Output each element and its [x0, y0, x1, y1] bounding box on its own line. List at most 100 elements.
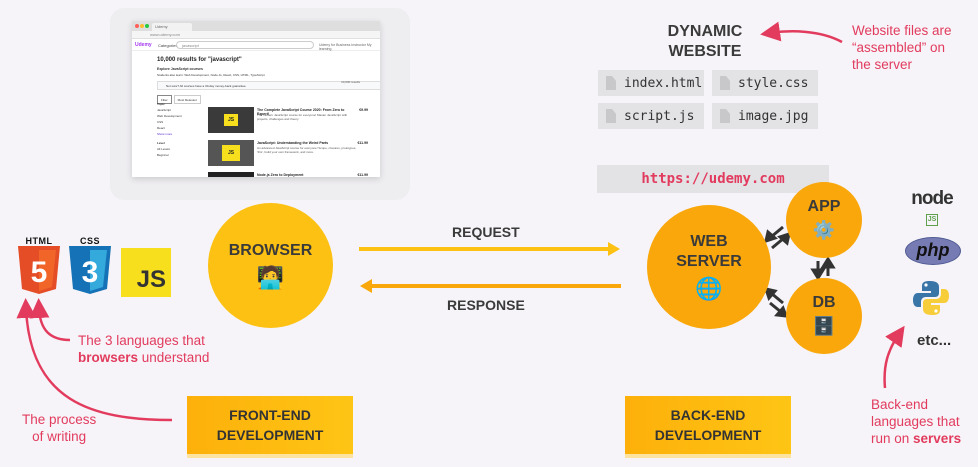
filter-bar: Filter Most Relevant — [157, 95, 380, 104]
note-line: Back-end — [871, 397, 929, 412]
note-line: The process — [22, 412, 97, 427]
note-line: “assembled” on — [852, 40, 946, 55]
note-text: understand — [138, 350, 210, 365]
node-text: node — [911, 188, 953, 209]
note-line: the server — [852, 57, 913, 72]
search-results: 10,000 results for "javascript" Explore … — [132, 51, 380, 104]
box-line: BACK-END — [670, 407, 746, 423]
title-line: WEBSITE — [668, 43, 742, 60]
etc-label: etc... — [917, 332, 952, 349]
related-label: Students also learn: Web Development, No… — [157, 73, 265, 77]
nav-links: Udemy for Business Instructor My learnin… — [319, 43, 372, 51]
gear-icon: ⚙️ — [812, 220, 836, 240]
file-name: image.jpg — [738, 108, 809, 124]
close-dot-icon — [135, 24, 139, 28]
assembled-arrow — [760, 21, 843, 44]
css-label: CSS — [79, 236, 100, 246]
note-line: run on servers — [871, 430, 961, 447]
html5-icon: 5 — [18, 246, 60, 294]
python-logo-icon — [913, 281, 949, 315]
sidebar-option: JavaScript — [157, 108, 172, 112]
browser-thumbnail: Udemy www.udemy.com Udemy Categories jav… — [132, 21, 380, 177]
browser-node: BROWSER 🧑‍💻 — [208, 203, 333, 328]
javascript-logo-icon: JS — [121, 248, 171, 297]
results-count: 10,000 results — [341, 80, 360, 84]
sidebar-option: React — [157, 126, 165, 130]
filter-button: Filter — [157, 95, 172, 104]
request-label: REQUEST — [452, 224, 520, 240]
sidebar-show-more: Show more — [157, 132, 173, 136]
course-price: €11.99 — [357, 173, 368, 177]
sidebar-option: Beginner — [157, 153, 170, 157]
server-app-arrows — [763, 225, 792, 250]
nodejs-logo-icon: node JS — [902, 188, 962, 226]
course-item: Node.js Zero to Deployment €11.99 — [208, 172, 380, 177]
web-server-label: WEB — [690, 233, 728, 250]
file-image-jpg: image.jpg — [712, 103, 818, 129]
assembled-note: Website files are “assembled” on the ser… — [852, 22, 952, 73]
file-style-css: style.css — [712, 70, 818, 96]
file-name: style.css — [738, 75, 809, 91]
file-script-js: script.js — [598, 103, 704, 129]
course-thumbnail: JS — [208, 107, 254, 133]
box-line: DEVELOPMENT — [216, 427, 324, 443]
web-server-label: SERVER — [676, 253, 742, 270]
technologist-icon: 🧑‍💻 — [256, 264, 285, 290]
site-search: javascript — [176, 41, 314, 49]
response-label: RESPONSE — [447, 297, 525, 313]
udemy-logo: Udemy — [135, 42, 152, 48]
svg-text:5: 5 — [31, 256, 48, 289]
browser-chrome: Udemy — [132, 21, 380, 31]
course-price: €9.99 — [359, 108, 368, 112]
dynamic-website-title: DYNAMIC WEBSITE — [630, 22, 780, 62]
file-icon — [720, 109, 730, 123]
sidebar-option: Web Development — [157, 114, 182, 118]
svg-text:3: 3 — [82, 256, 99, 289]
course-item: JS JavaScript: Understanding the Weird P… — [208, 140, 380, 168]
html-logo: HTML 5 — [18, 236, 60, 299]
html-label: HTML — [25, 236, 53, 246]
backend-languages-note: Back-end languages that run on servers — [871, 396, 961, 447]
browser-label: BROWSER — [228, 241, 313, 259]
file-icon — [606, 76, 616, 90]
response-arrow — [360, 279, 621, 293]
frontend-development-box: FRONT-END DEVELOPMENT — [187, 396, 353, 454]
note-line: The 3 languages that — [78, 333, 205, 348]
course-desc: The modern JavaScript course for everyon… — [257, 113, 348, 121]
course-title: Node.js Zero to Deployment — [257, 173, 304, 177]
js-logo-icon: JS — [222, 145, 240, 161]
file-icon — [720, 76, 730, 90]
request-arrow — [359, 242, 620, 256]
server-db-arrows — [763, 286, 789, 318]
php-logo-icon: php — [905, 237, 961, 265]
sidebar-option: All Levels — [157, 147, 170, 151]
results-heading: 10,000 results for "javascript" — [157, 57, 242, 63]
note-text: run on — [871, 431, 914, 446]
site-nav: Udemy Categories javascript Udemy for Bu… — [132, 39, 380, 51]
web-server-node: WEB SERVER 🌐 — [647, 205, 771, 329]
file-icon — [606, 109, 616, 123]
file-index-html: index.html — [598, 70, 704, 96]
box-line: FRONT-END — [229, 407, 311, 423]
sidebar-heading: Topic — [157, 102, 165, 106]
css3-icon: 3 — [69, 246, 111, 294]
backend-arrow — [883, 325, 905, 389]
note-bold: browsers — [78, 350, 139, 365]
note-bold: servers — [913, 431, 962, 446]
maximize-dot-icon — [145, 24, 149, 28]
title-line: DYNAMIC — [667, 23, 743, 40]
address-bar: www.udemy.com — [132, 31, 380, 39]
note-line: languages that — [871, 414, 960, 429]
note-line: of writing — [32, 429, 87, 444]
note-line: browsers understand — [78, 349, 209, 366]
course-desc: An advanced JavaScript course for everyo… — [257, 146, 357, 154]
process-arrow — [16, 298, 173, 422]
sidebar-heading: Level — [157, 141, 165, 145]
minimize-dot-icon — [140, 24, 144, 28]
globe-icon: 🌐 — [695, 276, 723, 301]
course-title: The Complete JavaScript Course 2020: Fro… — [257, 108, 345, 116]
app-label: APP — [807, 198, 841, 215]
browser-tab: Udemy — [152, 23, 192, 31]
app-db-arrows — [810, 256, 836, 281]
